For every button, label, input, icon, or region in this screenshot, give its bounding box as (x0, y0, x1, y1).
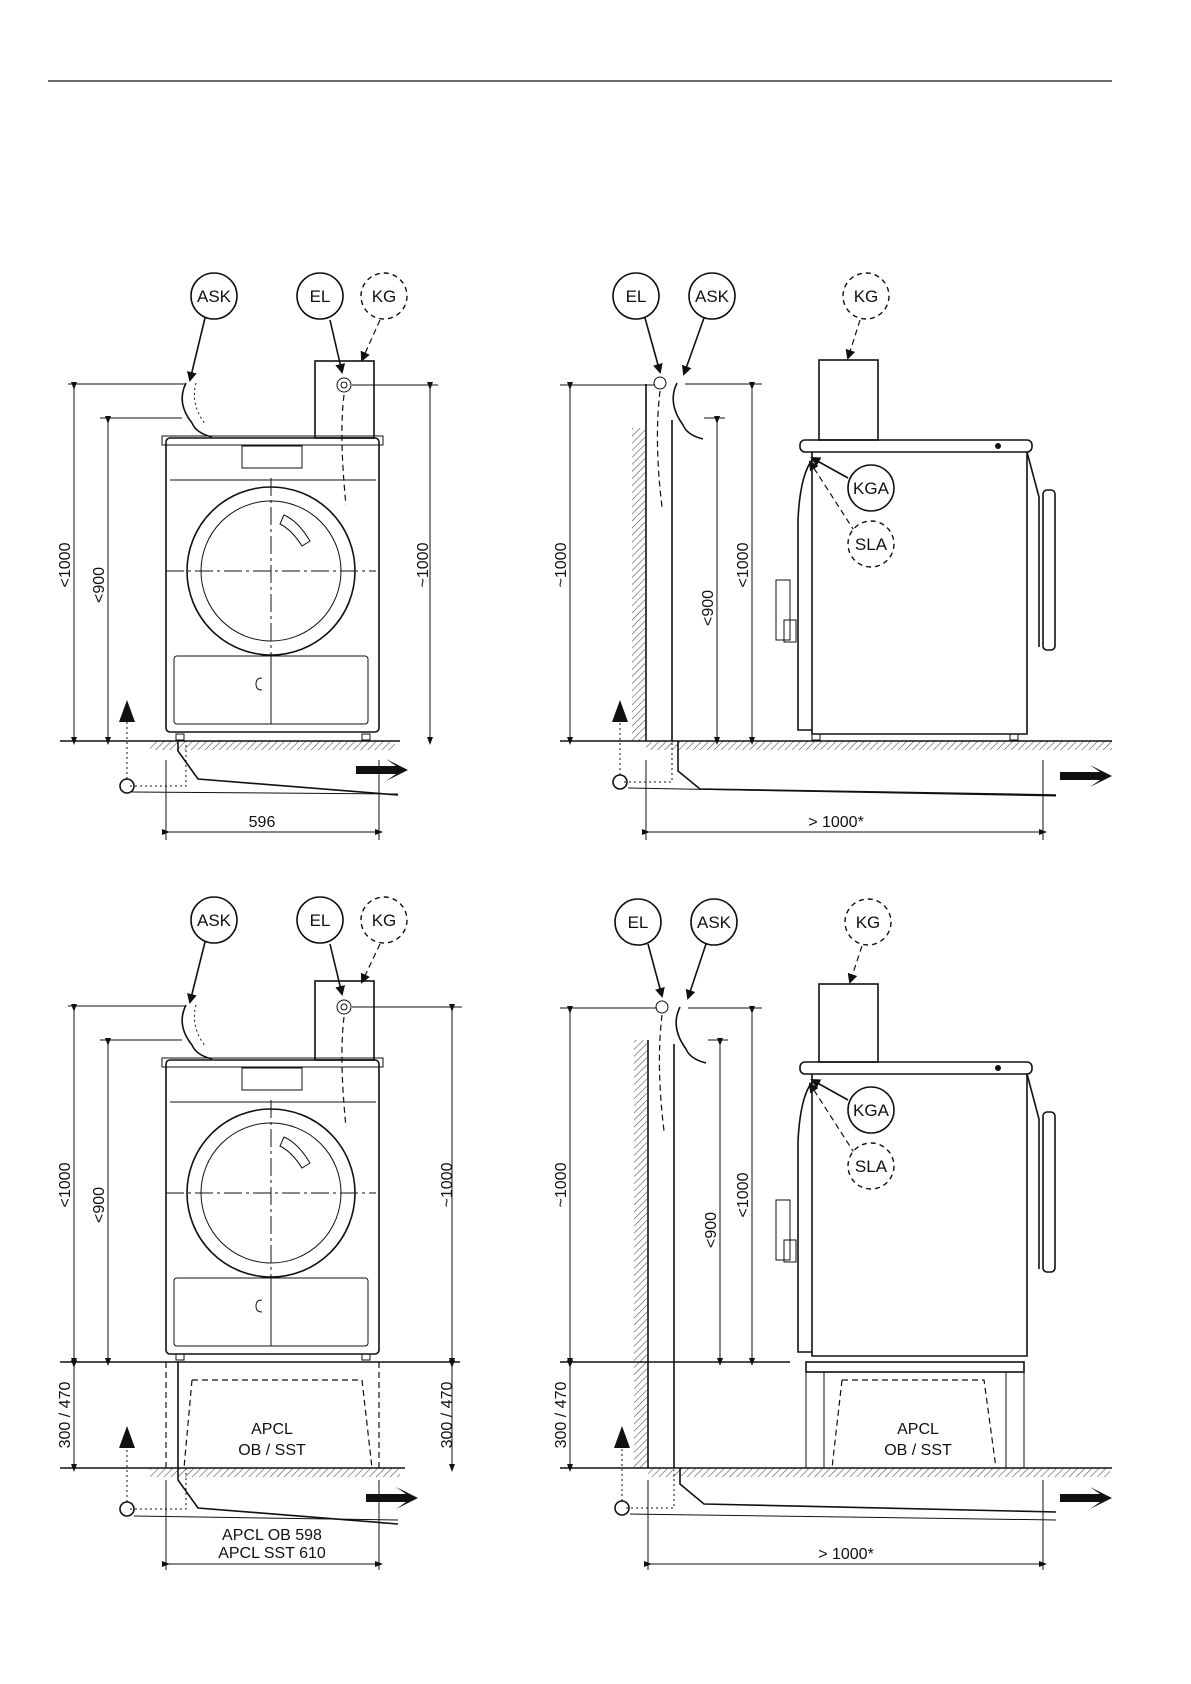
dim-width-596: 596 (249, 814, 276, 831)
dim-depth-1000: > 1000* (808, 814, 864, 831)
dim-max-900: <900 (703, 1212, 720, 1248)
front-view-floor: ASK EL KG <1000 <900 ~1000 596 (57, 273, 438, 840)
label-el: EL (310, 911, 331, 930)
dim-max-900: <900 (91, 567, 108, 603)
side-view-floor: EL ASK KG KGA SLA ~1000 <900 <1000 > 100… (553, 273, 1112, 840)
dim-approx-1000: ~1000 (415, 542, 432, 587)
dim-approx-1000: ~1000 (553, 542, 570, 587)
label-sla: SLA (855, 535, 888, 554)
dim-pedestal-height: 300 / 470 (57, 1382, 74, 1449)
label-ask: ASK (697, 913, 732, 932)
label-kg: KG (372, 287, 397, 306)
dim-max-900: <900 (91, 1187, 108, 1223)
dim-max-1000: <1000 (735, 542, 752, 587)
label-ask: ASK (695, 287, 730, 306)
label-ask: ASK (197, 911, 232, 930)
label-kga: KGA (853, 479, 890, 498)
pedestal-ob-sst: OB / SST (884, 1442, 952, 1459)
side-view-pedestal: APCL OB / SST (553, 899, 1112, 1570)
pedestal-apcl: APCL (897, 1421, 939, 1438)
dim-apcl-sst-610: APCL SST 610 (218, 1545, 326, 1562)
front-view-pedestal: APCL OB / SST (57, 897, 462, 1570)
dim-max-900: <900 (700, 590, 717, 626)
label-el: EL (628, 913, 649, 932)
label-el: EL (626, 287, 647, 306)
pedestal-apcl: APCL (251, 1421, 293, 1438)
label-sla: SLA (855, 1157, 888, 1176)
label-ask: ASK (197, 287, 232, 306)
label-kga: KGA (853, 1101, 890, 1120)
dim-pedestal-height: 300 / 470 (553, 1382, 570, 1449)
label-kg: KG (854, 287, 879, 306)
dim-approx-1000: ~1000 (553, 1162, 570, 1207)
dim-max-1000: <1000 (735, 1172, 752, 1217)
pedestal-ob-sst: OB / SST (238, 1442, 306, 1459)
dim-max-1000: <1000 (57, 542, 74, 587)
label-kg: KG (372, 911, 397, 930)
dim-apcl-ob-598: APCL OB 598 (222, 1527, 322, 1544)
dim-pedestal-height: 300 / 470 (439, 1382, 456, 1449)
dim-depth-1000: > 1000* (818, 1546, 874, 1563)
dim-approx-1000: ~1000 (439, 1162, 456, 1207)
dim-max-1000: <1000 (57, 1162, 74, 1207)
label-kg: KG (856, 913, 881, 932)
label-el: EL (310, 287, 331, 306)
